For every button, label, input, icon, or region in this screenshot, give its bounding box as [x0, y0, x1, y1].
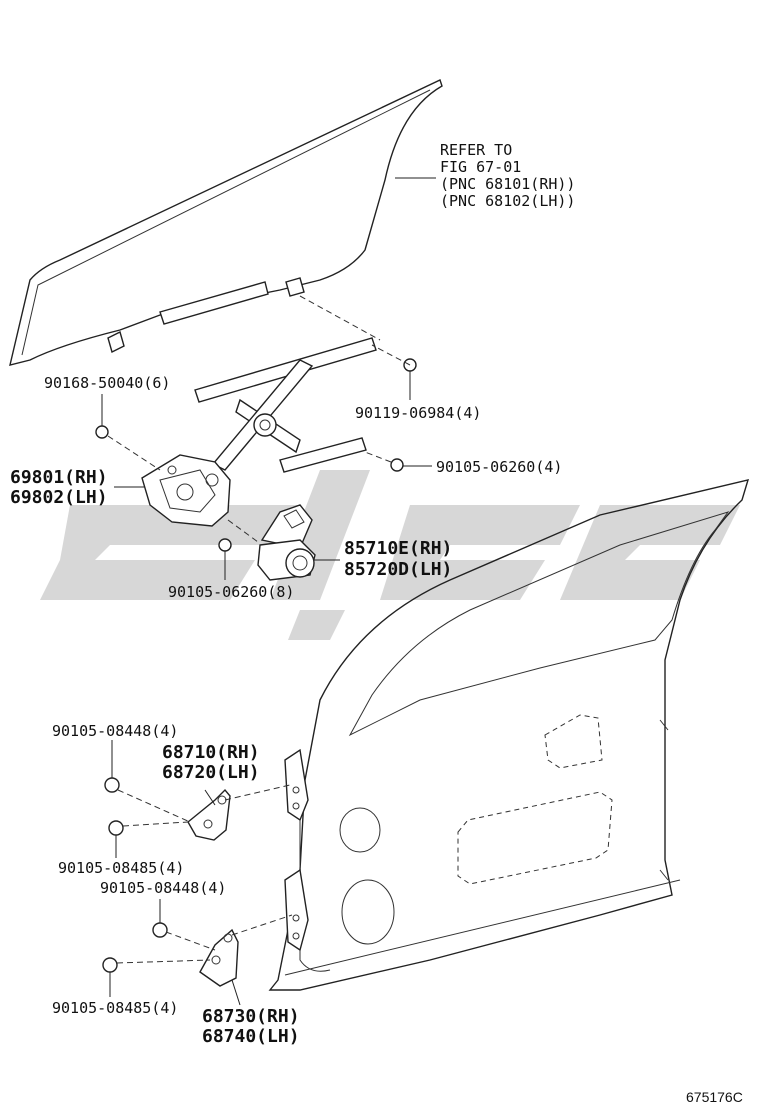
callout-bolt-regulator-right: 90105-06260(4): [436, 458, 562, 476]
bolt-icon: [152, 922, 168, 938]
door-glass: [9, 79, 443, 366]
callout-regulator-rh: 69801(RH): [10, 467, 108, 488]
callout-lower-hinge-rh: 68730(RH): [202, 1006, 300, 1027]
refer-note-line-1: REFER TO: [440, 141, 512, 159]
refer-note: REFER TO FIG 67-01 (PNC 68101(RH)) (PNC …: [440, 141, 575, 210]
callout-bolt-lower-hinge-b: 90105-08485(4): [52, 999, 178, 1017]
callout-bolt-upper-hinge-a: 90105-08448(4): [52, 722, 178, 740]
window-regulator: [141, 337, 377, 527]
callout-bolt-motor: 90105-06260(8): [168, 583, 294, 601]
bolt-icon: [104, 777, 120, 793]
callout-bolt-upper-hinge-b: 90105-08485(4): [58, 859, 184, 877]
callout-regulator-lh: 69802(LH): [10, 487, 108, 508]
bolt-icon: [390, 458, 404, 472]
callout-bolt-lower-hinge-a: 90105-08448(4): [100, 879, 226, 897]
assembly-lines: [107, 295, 411, 964]
bolt-icon: [218, 538, 232, 552]
refer-note-line-4: (PNC 68102(LH)): [440, 192, 575, 210]
callout-upper-hinge-rh: 68710(RH): [162, 742, 260, 763]
callout-motor-rh: 85710E(RH): [344, 538, 452, 559]
regulator-motor: [257, 504, 316, 581]
bolt-icon: [95, 425, 109, 439]
figure-code: 675176C: [686, 1089, 743, 1105]
callout-bolt-regulator-top: 90168-50040(6): [44, 374, 170, 392]
callout-bolt-glass-channel: 90119-06984(4): [355, 404, 481, 422]
callout-upper-hinge-lh: 68720(LH): [162, 762, 260, 783]
callout-lower-hinge-lh: 68740(LH): [202, 1026, 300, 1047]
upper-hinge: [187, 788, 231, 841]
lower-hinge: [199, 928, 239, 987]
door-panel: [268, 479, 750, 991]
leader-lines: [101, 371, 432, 1006]
refer-note-line-3: (PNC 68101(RH)): [440, 175, 575, 193]
bolt-icon: [108, 820, 124, 836]
bolt-icon: [102, 957, 118, 973]
refer-note-line-2: FIG 67-01: [440, 158, 521, 176]
callout-motor-lh: 85720D(LH): [344, 559, 452, 580]
